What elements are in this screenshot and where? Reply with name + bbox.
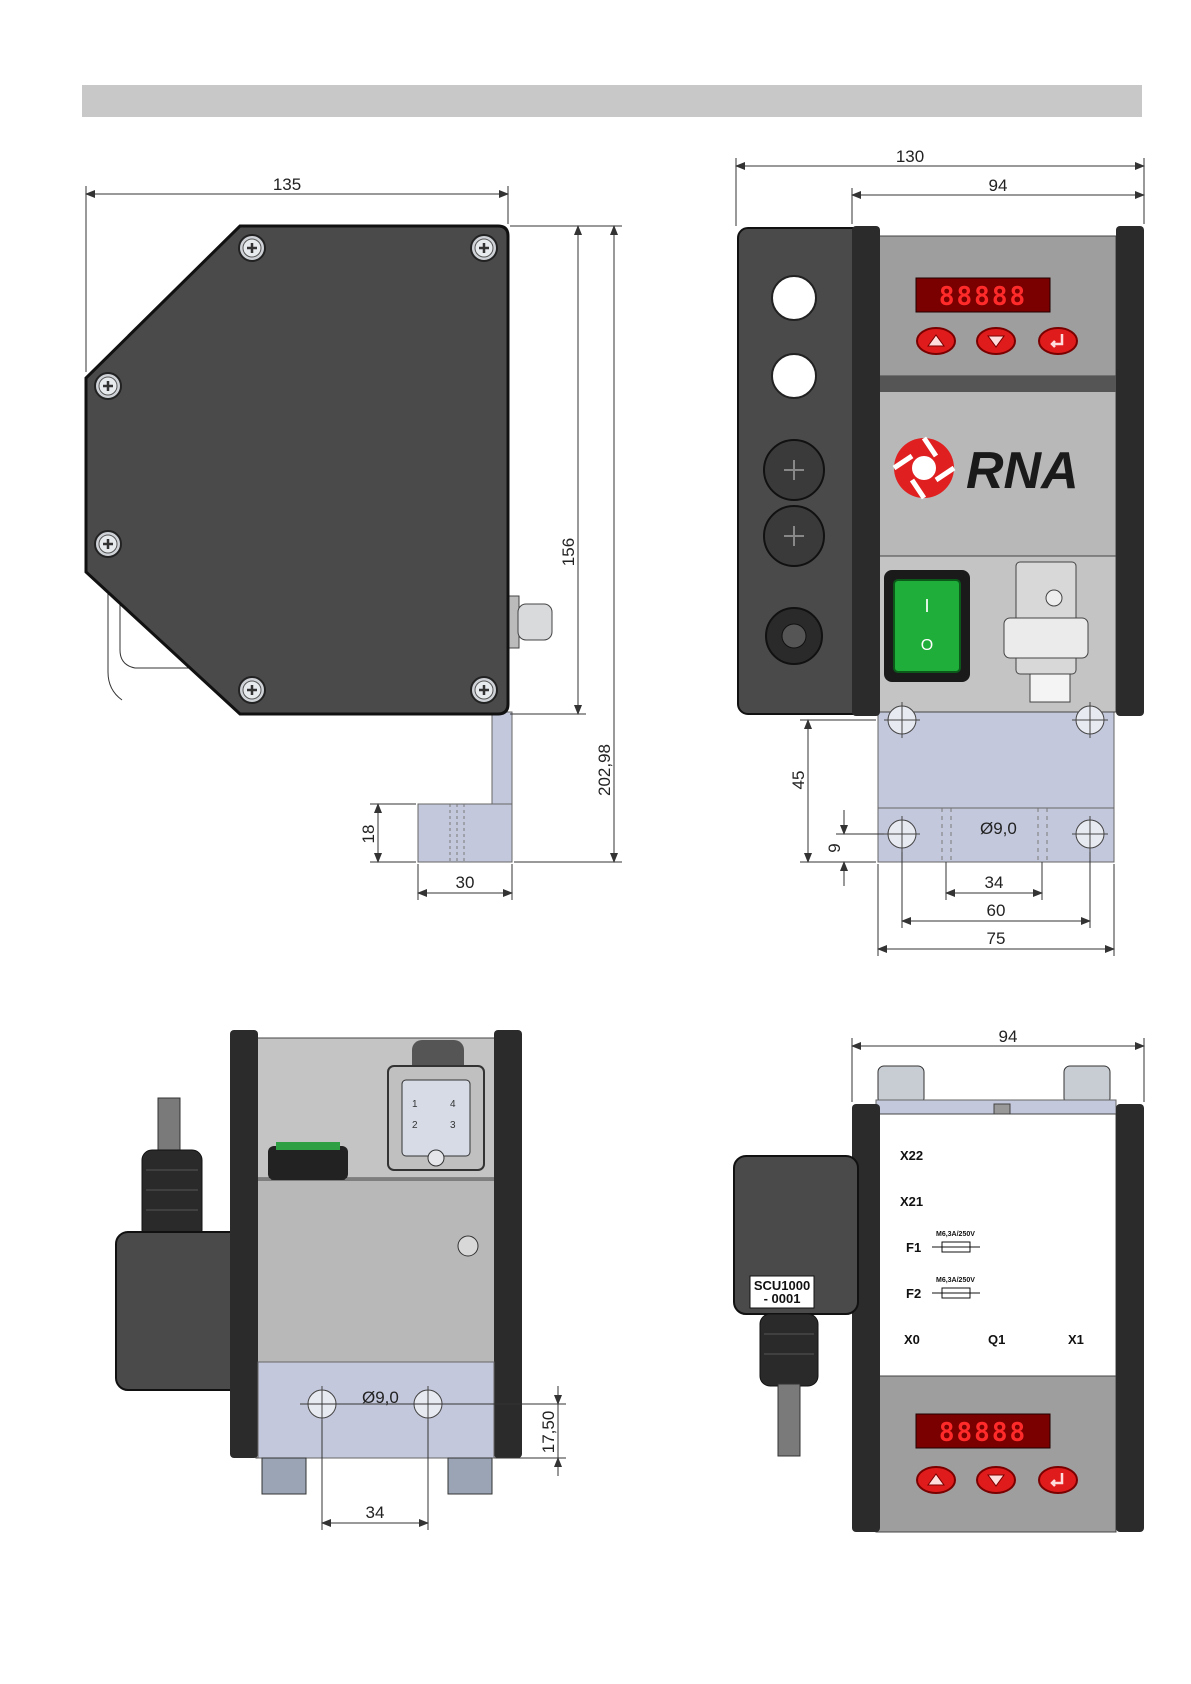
front-display-digits: 88888 <box>939 282 1027 312</box>
dim-label-94: 94 <box>989 176 1008 195</box>
dimension-30: 30 <box>418 864 512 900</box>
rear-view-housing <box>116 1030 522 1494</box>
fuse-2-rating: M6,3A/250V <box>936 1277 975 1284</box>
dim-label-156: 156 <box>559 538 578 566</box>
dim-label-202-98: 202,98 <box>595 744 614 796</box>
dim-label-30: 30 <box>456 873 475 892</box>
lower-enter-button-icon[interactable] <box>1039 1467 1077 1493</box>
lower-up-button-icon[interactable] <box>917 1467 955 1493</box>
dim-label-34-bottom: 34 <box>366 1503 385 1522</box>
dim-label-94-bottom: 94 <box>999 1027 1018 1046</box>
rna-logo: RNA <box>894 438 1079 500</box>
pin-3-label: 3 <box>450 1120 456 1131</box>
front-view-housing <box>738 226 1144 862</box>
lower-down-button-icon[interactable] <box>977 1467 1015 1493</box>
dim-label-34: 34 <box>985 873 1004 892</box>
dim-label-9: 9 <box>825 843 844 852</box>
dimension-9: 9 <box>825 810 884 886</box>
power-switch[interactable]: I O <box>884 570 970 682</box>
dim-label-135: 135 <box>273 175 301 194</box>
dim-label-hole-diameter: Ø9,0 <box>980 819 1017 838</box>
side-view-housing <box>86 226 552 862</box>
terminal-f2-label: F2 <box>906 1286 921 1301</box>
terminal-x22-label: X22 <box>900 1148 923 1163</box>
pin-2-label: 2 <box>412 1120 418 1131</box>
dimension-156: 156 <box>510 226 586 714</box>
switch-on-mark: I <box>924 596 929 616</box>
pin-4-label: 4 <box>450 1099 456 1110</box>
dim-label-17-50: 17,50 <box>539 1411 558 1454</box>
front-up-button-icon[interactable] <box>917 328 955 354</box>
header-bar <box>82 85 1142 117</box>
dimension-34-top: 34 <box>946 862 1042 900</box>
dimension-45: 45 <box>789 720 876 862</box>
lower-display-digits: 88888 <box>939 1418 1027 1448</box>
front-enter-button-icon[interactable] <box>1039 328 1077 354</box>
terminal-x0-label: X0 <box>904 1332 920 1347</box>
terminal-f1-label: F1 <box>906 1240 921 1255</box>
terminal-x21-label: X21 <box>900 1194 923 1209</box>
dimension-130: 130 <box>736 147 1144 226</box>
dim-label-60: 60 <box>987 901 1006 920</box>
pin-1-label: 1 <box>412 1099 418 1110</box>
switch-off-mark: O <box>921 637 933 654</box>
dim-label-rear-hole-diameter: Ø9,0 <box>362 1388 399 1407</box>
dim-label-18: 18 <box>359 825 378 844</box>
nameplate-line-2: - 0001 <box>764 1291 801 1306</box>
dimension-18: 18 <box>359 804 416 862</box>
front-down-button-icon[interactable] <box>977 328 1015 354</box>
terminal-q1-label: Q1 <box>988 1332 1005 1347</box>
dim-label-130: 130 <box>896 147 924 166</box>
dim-label-75: 75 <box>987 929 1006 948</box>
rna-logo-text: RNA <box>966 442 1079 500</box>
dim-label-45: 45 <box>789 771 808 790</box>
fuse-1-rating: M6,3A/250V <box>936 1231 975 1238</box>
dimension-94-top: 94 <box>852 176 1144 224</box>
terminal-x1-label: X1 <box>1068 1332 1084 1347</box>
